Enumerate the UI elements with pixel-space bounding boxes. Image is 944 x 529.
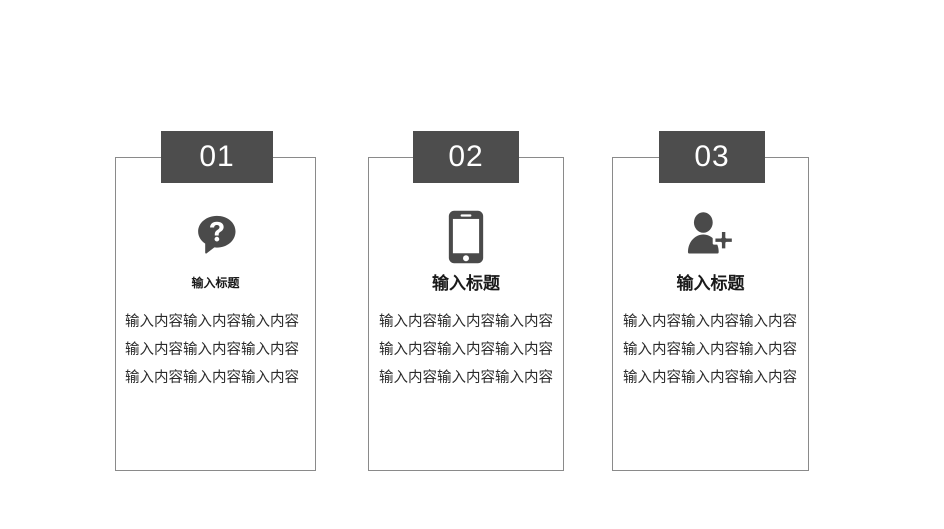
smartphone-icon xyxy=(369,207,563,267)
card-02[interactable]: 02 输入标题 输入内容输入内容输入内容输入内容输入内容输入内容输入内容输入内容… xyxy=(368,131,564,471)
card-body-01: 输入内容输入内容输入内容输入内容输入内容输入内容输入内容输入内容输入内容 xyxy=(125,314,299,386)
card-number-badge-03: 03 xyxy=(659,131,765,183)
card-body-02: 输入内容输入内容输入内容输入内容输入内容输入内容输入内容输入内容输入内容 xyxy=(379,314,553,386)
card-body-03: 输入内容输入内容输入内容输入内容输入内容输入内容输入内容输入内容输入内容 xyxy=(623,314,797,386)
card-01[interactable]: 01 输入标题 输入内容输入内容输入内容输入内容输入内容输入内容输入内容输入内容… xyxy=(115,131,316,471)
card-number-badge-02: 02 xyxy=(413,131,519,183)
card-number-badge-01: 01 xyxy=(161,131,273,183)
card-title-02: 输入标题 xyxy=(432,274,500,293)
card-title-03: 输入标题 xyxy=(676,274,745,293)
card-title-01: 输入标题 xyxy=(191,276,240,290)
add-user-icon xyxy=(613,207,808,267)
card-03[interactable]: 03 输入标题 输入内容输入内容输入内容输入内容输入内容输入内容输入内容输入内容… xyxy=(612,131,809,471)
speech-bubble-question-icon xyxy=(116,207,315,267)
